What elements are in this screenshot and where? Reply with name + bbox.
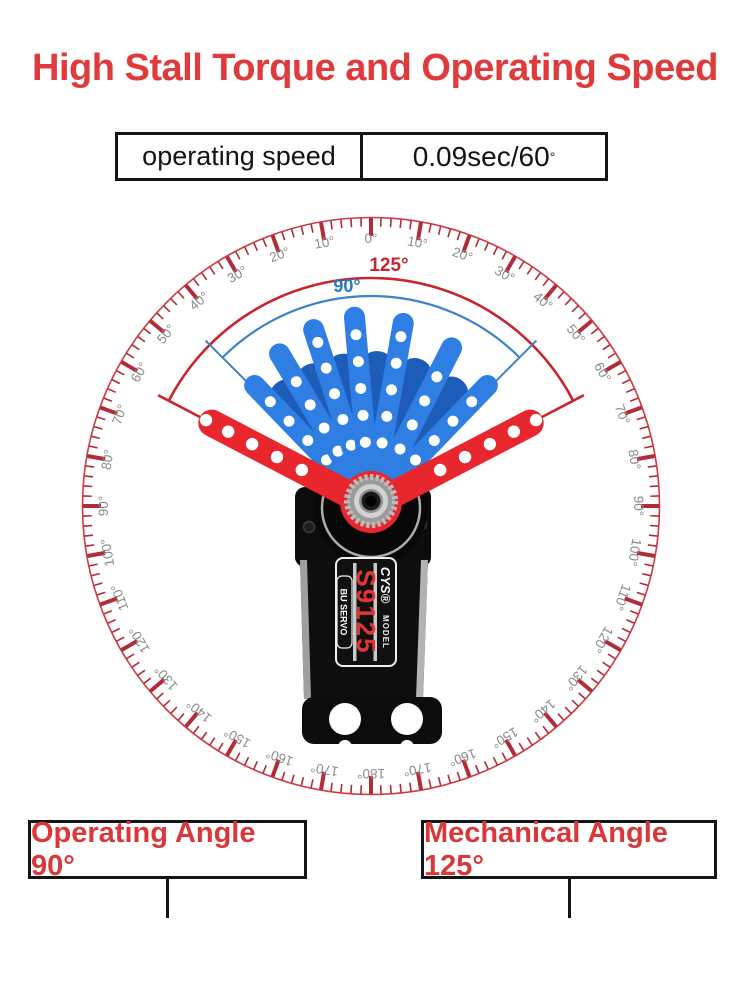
mount-hole-right [391, 703, 423, 735]
label-plate-rail-right [373, 563, 377, 661]
blue-servo-arm [303, 319, 373, 488]
operating-speed-value: 0.09sec/60° [412, 140, 556, 172]
blue-servo-arm [269, 343, 366, 491]
mount-hole-left [329, 703, 361, 735]
servo-horn-blue-arms [244, 306, 498, 495]
operating-speed-label: operating speed [118, 135, 363, 178]
operating-angle-callout: Operating Angle 90° [28, 817, 307, 882]
angle-arcs [157, 276, 585, 419]
series-text: BU SERVO [339, 589, 349, 636]
servo-label-text: CYS® MODEL S9125 BU SERVO [336, 567, 393, 655]
svg-text:160°: 160° [447, 746, 478, 770]
red-servo-arm [198, 409, 369, 511]
mechanical-callout-stem [568, 876, 571, 918]
svg-text:150°: 150° [221, 724, 253, 751]
gear-teeth [344, 474, 398, 528]
svg-text:110°: 110° [108, 582, 131, 612]
blue-servo-arm [244, 375, 361, 495]
svg-text:80°: 80° [98, 448, 116, 471]
mount-notch-left [338, 740, 352, 754]
brand-sub-text: MODEL [381, 615, 390, 649]
blue-servo-arm [381, 375, 498, 495]
svg-text:170°: 170° [402, 760, 432, 780]
series-badge [336, 575, 353, 649]
svg-text:10°: 10° [313, 233, 336, 251]
svg-text:100°: 100° [98, 537, 118, 567]
label-plate-rail-left [353, 563, 357, 661]
svg-text:0°: 0° [365, 231, 378, 246]
speed-value-text: 0.09sec/60 [412, 140, 550, 172]
svg-text:70°: 70° [612, 402, 633, 426]
page-title: High Stall Torque and Operating Speed [32, 47, 718, 89]
svg-text:120°: 120° [126, 624, 153, 656]
mechanical-angle-callout: Mechanical Angle 125° [421, 817, 717, 882]
svg-text:100°: 100° [625, 537, 645, 567]
case-bevel-right [416, 560, 428, 699]
operating-callout-stem [166, 876, 169, 918]
svg-text:60°: 60° [591, 360, 614, 385]
servo-spline-gear [344, 474, 398, 528]
svg-text:170°: 170° [309, 760, 339, 780]
blue-servo-arm [374, 337, 463, 490]
svg-text:160°: 160° [264, 746, 295, 770]
svg-text:180°: 180° [357, 766, 385, 781]
operating-angle-value: 90° [333, 276, 360, 296]
operating-speed-table: operating speed 0.09sec/60° [115, 132, 608, 181]
case-bevel-left [300, 560, 311, 699]
svg-text:70°: 70° [109, 402, 130, 426]
svg-text:150°: 150° [489, 724, 521, 751]
servo-label-plate [335, 557, 397, 667]
gear-center-hole [365, 495, 377, 507]
svg-text:20°: 20° [267, 244, 291, 265]
svg-text:30°: 30° [492, 263, 517, 286]
svg-text:110°: 110° [611, 582, 634, 612]
brand-text: CYS® [378, 567, 393, 604]
svg-text:60°: 60° [128, 360, 151, 385]
svg-text:90°: 90° [96, 496, 111, 516]
housing-screw-left [302, 520, 316, 534]
mount-notch-right [400, 740, 414, 754]
mechanical-angle-value: 125° [369, 255, 408, 276]
blue-servo-arm [365, 312, 414, 487]
svg-text:90°: 90° [631, 496, 646, 516]
blue-servo-arm [343, 306, 379, 487]
svg-text:10°: 10° [406, 233, 429, 251]
svg-text:30°: 30° [225, 263, 250, 286]
model-number-text: S9125 [351, 569, 381, 654]
svg-text:80°: 80° [625, 448, 643, 471]
protractor-tick-marks [83, 218, 659, 794]
red-servo-arm [373, 409, 544, 511]
svg-text:120°: 120° [589, 624, 616, 656]
svg-text:20°: 20° [450, 244, 474, 265]
protractor-outer-circle [81, 216, 661, 796]
